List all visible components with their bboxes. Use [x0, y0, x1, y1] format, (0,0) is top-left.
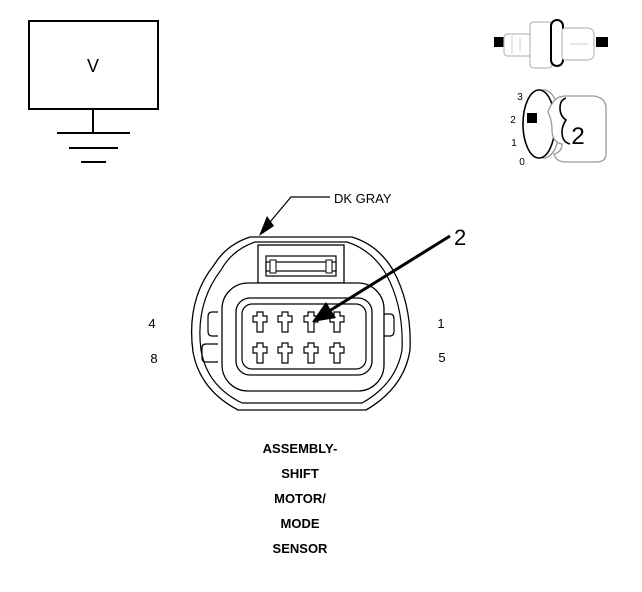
component-name-line-5: SENSOR [273, 541, 329, 556]
terminal-cavity [277, 342, 293, 364]
component-name-line-3: MOTOR/ [274, 491, 326, 506]
terminal-cavity [303, 342, 319, 364]
callout-number: 2 [454, 225, 466, 250]
callout-arrowhead [312, 302, 336, 322]
terminal-cavity [277, 311, 293, 333]
wire-color-label: DK GRAY [334, 191, 392, 206]
pin-label-1: 1 [437, 316, 444, 331]
connector-disconnect-icon [494, 19, 608, 69]
cavity-callout: 2 [312, 225, 466, 322]
terminal-cavities [252, 311, 345, 364]
pin-label-4: 4 [148, 316, 155, 331]
key-position-3: 3 [517, 92, 523, 103]
component-name-line-4: MODE [281, 516, 320, 531]
ignition-key-icon: 3 2 1 0 2 [510, 89, 607, 168]
key-position-0: 0 [519, 157, 525, 168]
pin-label-5: 5 [438, 350, 445, 365]
component-name: ASSEMBLY- SHIFT MOTOR/ MODE SENSOR [263, 441, 338, 556]
terminal-cavity [252, 342, 268, 364]
terminal-cavity [329, 342, 345, 364]
pin-label-8: 8 [150, 351, 157, 366]
key-position-1: 1 [511, 138, 517, 149]
wire-color-callout: DK GRAY [259, 191, 392, 236]
terminal-cavity [252, 311, 268, 333]
voltmeter-box [28, 20, 159, 110]
terminal-cavity [303, 311, 319, 333]
voltmeter-symbol: V [28, 20, 159, 163]
connector-face [190, 236, 411, 411]
component-name-line-2: SHIFT [281, 466, 319, 481]
wire-arrowhead [259, 216, 274, 236]
ground-icon [57, 132, 130, 163]
key-number-label: 2 [571, 123, 584, 150]
voltmeter-label: V [87, 56, 99, 76]
component-name-line-1: ASSEMBLY- [263, 441, 338, 456]
key-position-2: 2 [510, 115, 516, 126]
